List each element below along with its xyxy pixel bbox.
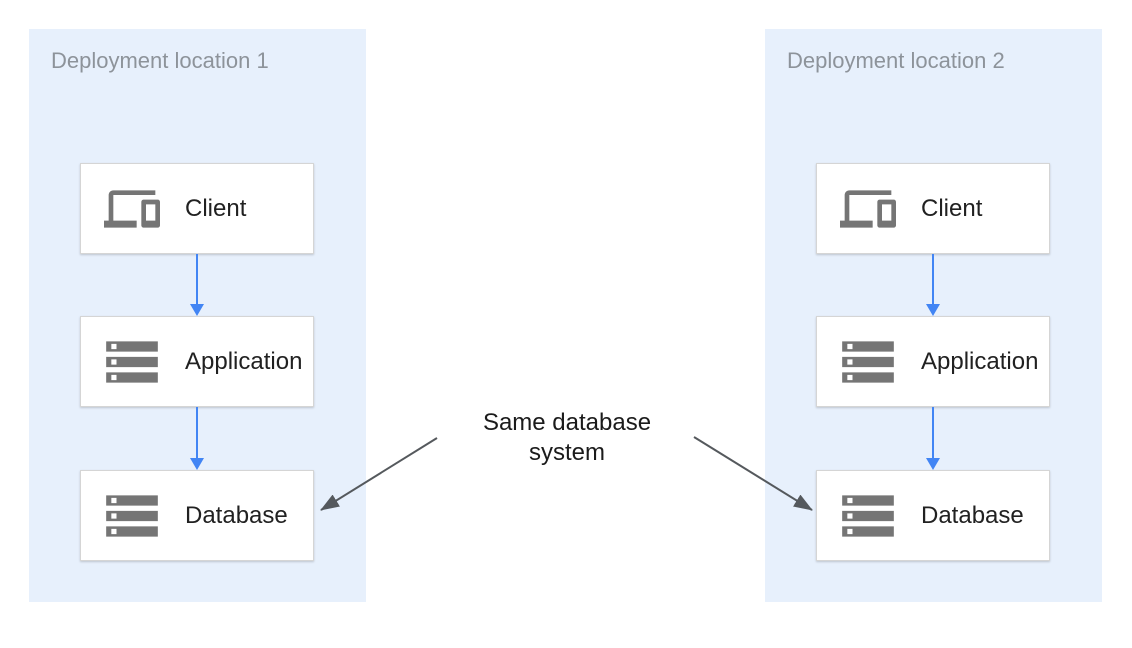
- node-application: Application: [80, 316, 314, 407]
- node-database: Database: [816, 470, 1050, 561]
- node-client: Client: [80, 163, 314, 254]
- node-label: Database: [921, 501, 1024, 529]
- node-label: Application: [185, 347, 303, 375]
- flow-arrow-client-to-application-icon: [932, 254, 934, 304]
- client-devices-icon: [837, 181, 899, 237]
- client-devices-icon: [101, 181, 163, 237]
- panel-title: Deployment location 1: [51, 48, 269, 73]
- node-label: Client: [921, 194, 983, 222]
- node-client: Client: [816, 163, 1050, 254]
- annotation-text: Same database system: [482, 409, 652, 466]
- server-stack-icon: [837, 331, 899, 393]
- server-stack-icon: [837, 485, 899, 547]
- flow-arrow-application-to-database-icon: [932, 407, 934, 458]
- node-application: Application: [816, 316, 1050, 407]
- node-label: Database: [185, 501, 288, 529]
- flow-arrow-client-to-application-icon: [196, 254, 198, 304]
- panel-title: Deployment location 2: [787, 48, 1005, 73]
- panel-deployment-location-2: Deployment location 2 Client Application: [765, 29, 1102, 602]
- node-label: Client: [185, 194, 247, 222]
- node-label: Application: [921, 347, 1039, 375]
- flow-arrow-application-to-database-icon: [196, 407, 198, 458]
- server-stack-icon: [101, 331, 163, 393]
- panel-deployment-location-1: Deployment location 1 Client Application: [29, 29, 366, 602]
- node-database: Database: [80, 470, 314, 561]
- server-stack-icon: [101, 485, 163, 547]
